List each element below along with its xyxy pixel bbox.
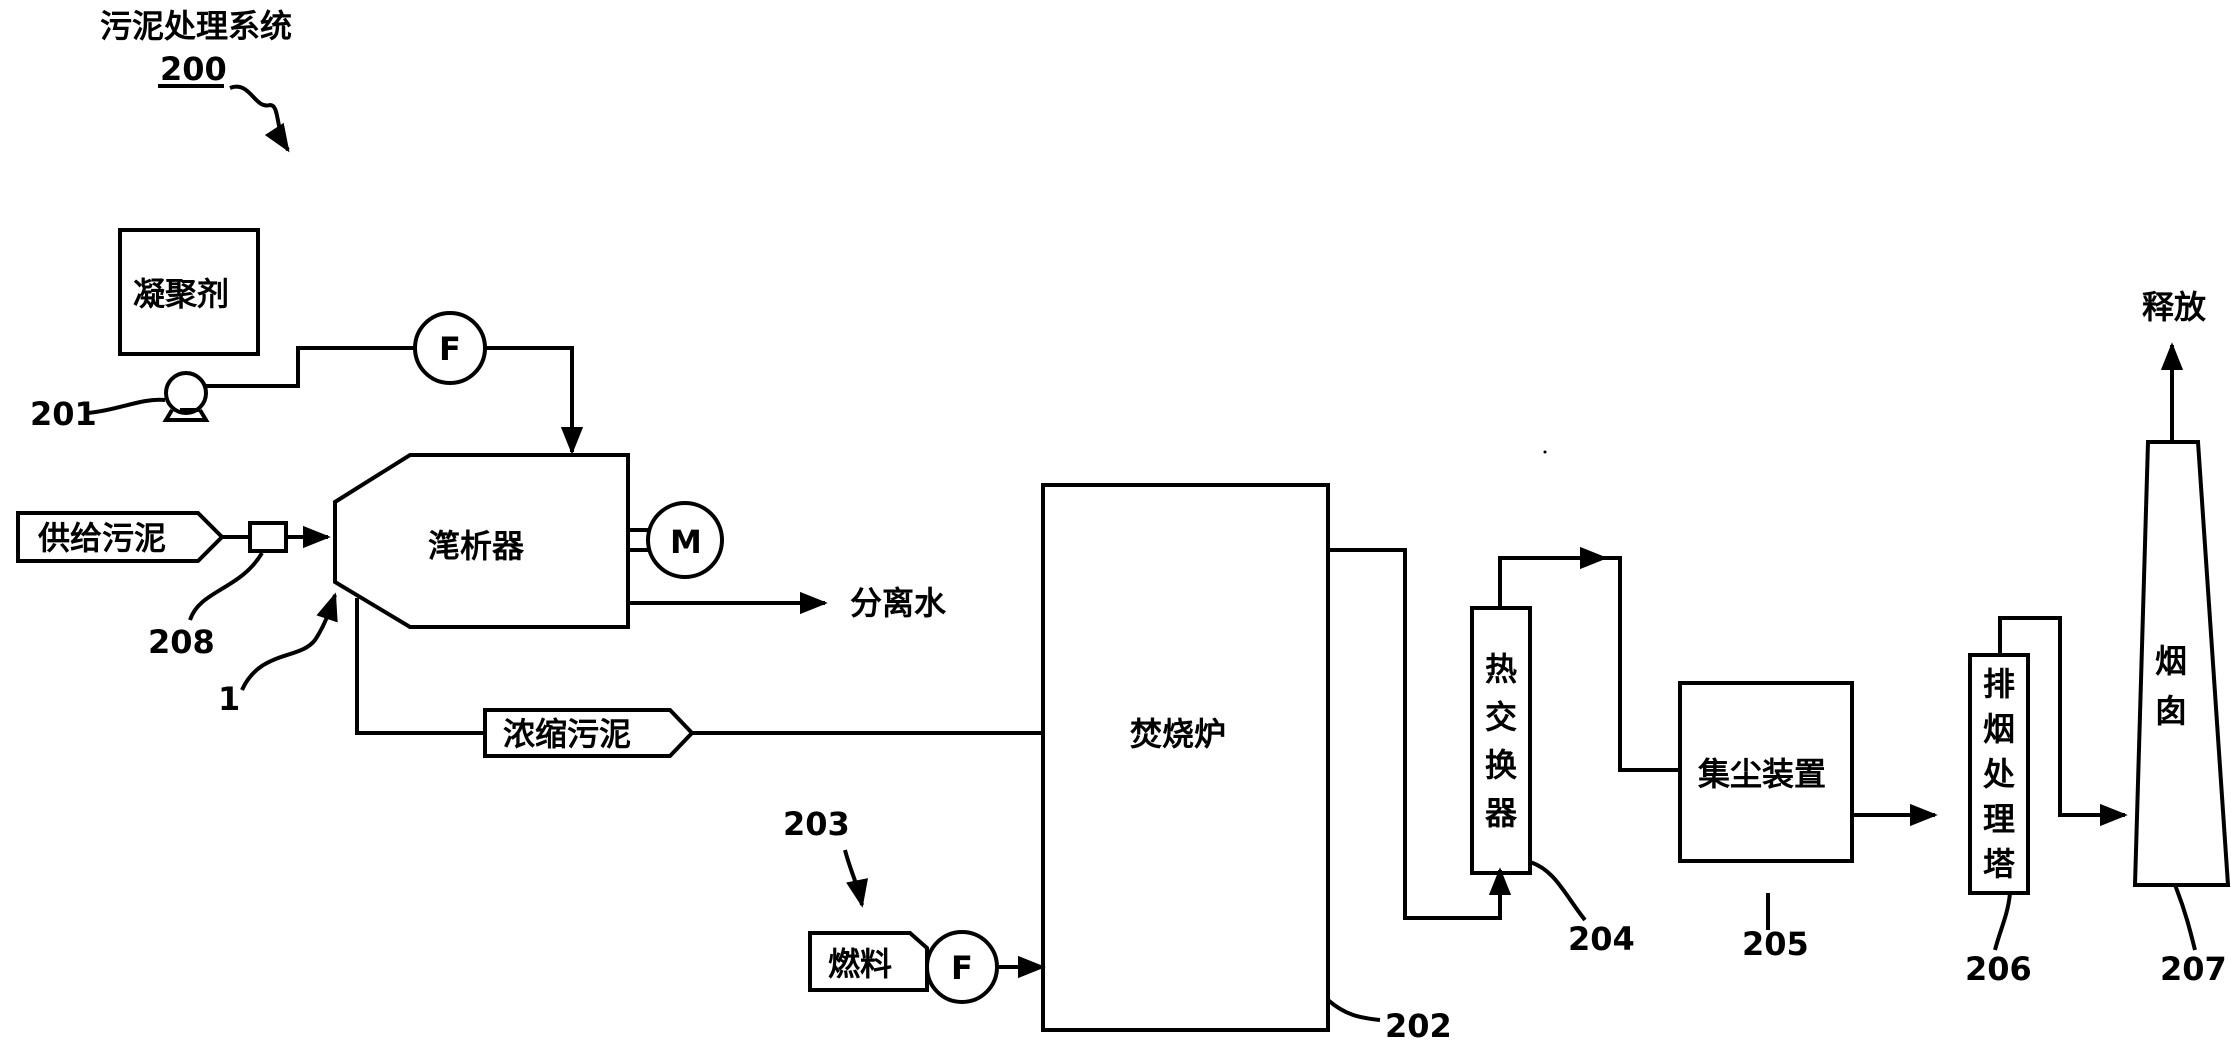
pump-ref: 201 <box>30 395 97 433</box>
incinerator-label: 焚烧炉 <box>1130 715 1226 753</box>
mixer-leader <box>188 551 264 621</box>
dust-collector <box>1678 681 1854 863</box>
separator-ref: 1 <box>218 680 240 718</box>
stray-dot <box>1543 450 1547 454</box>
heat-exchanger <box>1470 606 1532 875</box>
flue-gas-tower-char-1: 烟 <box>1983 710 2015 748</box>
chimney <box>2132 440 2231 887</box>
thickened-sludge-label: 浓缩污泥 <box>503 715 631 753</box>
decanter-body <box>333 453 630 629</box>
chimney-leader <box>2173 884 2197 951</box>
pump-icon <box>164 371 208 415</box>
motor-label: M <box>670 523 702 561</box>
fuel-system-leader <box>843 849 869 908</box>
thickened-sludge-tag <box>483 708 695 758</box>
heat-exchanger-ref: 204 <box>1568 920 1635 958</box>
flow-meter-coagulant-label: F <box>439 330 461 368</box>
heat-exchanger-char-0: 热 <box>1485 650 1517 688</box>
incinerator-ref: 202 <box>1385 1007 1452 1045</box>
heat-exchanger-char-2: 换 <box>1485 746 1517 784</box>
heat-exchanger-char-1: 交 <box>1485 698 1517 736</box>
system-number: 200 <box>160 50 227 88</box>
chimney-char-1: 囱 <box>2155 692 2187 730</box>
coagulant-label: 凝聚剂 <box>133 275 229 313</box>
separated-water-label: 分离水 <box>850 584 947 622</box>
flue-gas-tower-char-3: 理 <box>1983 800 2015 838</box>
decanter-label: 滗析器 <box>428 527 525 565</box>
supply-sludge-tag <box>16 511 225 563</box>
chimney-char-0: 烟 <box>2155 642 2187 680</box>
release-label: 释放 <box>2142 288 2207 326</box>
heat-exchanger-leader <box>1529 860 1587 922</box>
flue-gas-line-2 <box>1498 546 1608 608</box>
heat-exchanger-char-3: 器 <box>1484 794 1518 832</box>
flue-gas-tower-char-4: 塔 <box>1983 845 2016 883</box>
dust-collector-ref: 205 <box>1742 925 1809 963</box>
system-pointer-arrow <box>229 84 290 153</box>
thickened-sludge-line <box>355 598 485 735</box>
motor-icon <box>646 501 724 579</box>
coagulant-line <box>206 346 415 388</box>
supply-sludge-label: 供给污泥 <box>38 519 166 557</box>
mixer-208 <box>248 521 288 553</box>
flue-gas-tower-char-2: 处 <box>1982 755 2015 793</box>
fuel-label: 燃料 <box>828 945 892 983</box>
separator-leader <box>240 592 338 691</box>
dust-collector-label: 集尘装置 <box>1697 755 1826 793</box>
flue-gas-tower-ref: 206 <box>1965 950 2032 988</box>
flue-gas-tower-leader <box>1993 892 2012 951</box>
flue-gas-line-1 <box>1328 548 1512 920</box>
pump-leader <box>87 397 166 415</box>
flue-gas-line-5 <box>1998 616 2128 827</box>
chimney-ref: 207 <box>2160 950 2227 988</box>
flow-meter-fuel-label: F <box>951 949 973 987</box>
flue-gas-tower-char-0: 排 <box>1983 665 2015 703</box>
fuel-system-ref: 203 <box>783 805 850 843</box>
coagulant-feed-line <box>485 346 584 455</box>
pump-base <box>162 408 210 422</box>
incinerator <box>1041 483 1330 1032</box>
flue-gas-line-3 <box>1605 556 1680 772</box>
mixer-ref: 208 <box>148 623 215 661</box>
coagulant-tank <box>118 228 260 356</box>
incinerator-leader <box>1326 998 1381 1022</box>
system-title: 污泥处理系统 <box>100 7 292 45</box>
